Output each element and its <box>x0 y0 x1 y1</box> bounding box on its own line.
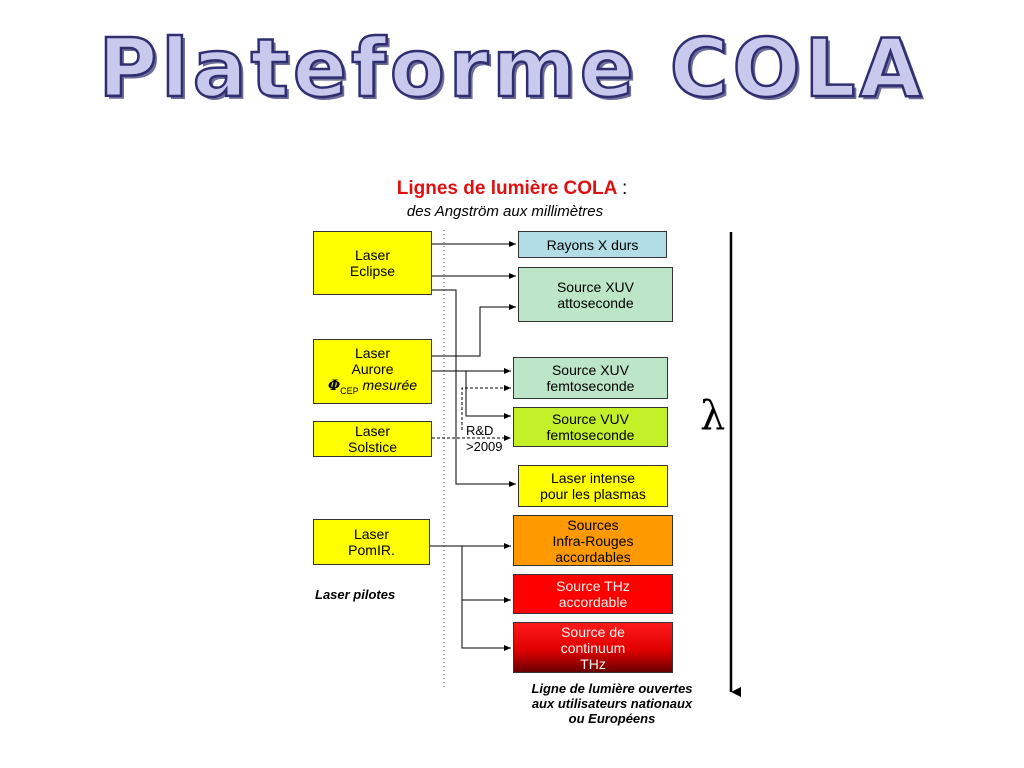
bottom-caption-line3: ou Européens <box>568 711 656 726</box>
laser-aurore-line3: ΦCEP mesurée <box>328 377 417 399</box>
target-continuum-line1: Source de <box>561 623 625 640</box>
target-continuum-line3: THz <box>580 655 606 672</box>
target-xuv-atto-line1: Source XUV <box>556 278 635 295</box>
target-ir-line2: Infra-Rouges <box>552 532 634 549</box>
bottom-caption-line1: Ligne de lumière ouvertes <box>531 681 693 696</box>
laser-aurore-line2: Aurore <box>351 360 394 377</box>
laser-eclipse-line1: Laser <box>354 247 391 263</box>
arrow-eclipse-plasma <box>432 289 516 487</box>
bottom-caption: Ligne de lumière ouvertes aux utilisateu… <box>492 681 732 726</box>
target-ir-box: Sources Infra-Rouges accordables <box>513 515 673 566</box>
target-xuv-atto-line2: attoseconde <box>557 294 634 311</box>
target-rayons-x-line1: Rayons X durs <box>546 236 639 253</box>
target-thz-line1: Source THz <box>556 578 630 594</box>
target-ir-line3: accordables <box>555 548 631 565</box>
arrow-aurore-atto <box>432 304 516 357</box>
target-xuv-atto-box: Source XUV attoseconde <box>518 267 673 322</box>
target-rayons-x-box: Rayons X durs <box>518 231 667 258</box>
diagram-heading-colon: : <box>621 178 628 199</box>
target-vuv-femto-line2: femtoseconde <box>546 427 635 443</box>
arrow-pomir-thz <box>461 546 511 603</box>
diagram-heading: Lignes de lumière COLA : <box>0 178 1024 200</box>
laser-solstice-line1: Laser <box>354 423 391 439</box>
bottom-caption-line2: aux utilisateurs nationaux <box>531 696 693 711</box>
laser-pomir-line2: PomIR. <box>348 542 395 558</box>
target-ir-line1: Sources <box>567 516 619 533</box>
rd-label: R&D <box>466 423 494 438</box>
target-continuum-box: Source de continuum THz <box>513 622 673 673</box>
target-thz-line2: accordable <box>558 594 628 610</box>
phi-symbol: Φ <box>327 377 341 394</box>
cep-subscript: CEP <box>340 385 359 396</box>
mesuree-text: mesurée <box>358 376 418 393</box>
target-continuum-line2: continuum <box>560 639 626 656</box>
dashed-to-xuvfemto <box>461 385 511 430</box>
laser-pomir-line1: Laser <box>353 526 390 542</box>
laser-solstice-line2: Solstice <box>347 439 398 455</box>
diagram-heading-text: Lignes de lumière COLA <box>396 178 617 199</box>
target-vuv-femto-box: Source VUV femtoseconde <box>513 407 668 447</box>
rd-year-label: >2009 <box>466 439 503 454</box>
target-laser-plasma-line2: pour les plasmas <box>540 486 646 502</box>
laser-eclipse-line2: Eclipse <box>349 263 396 279</box>
target-laser-plasma-line1: Laser intense <box>550 470 636 486</box>
target-xuv-femto-line2: femtoseconde <box>546 378 635 394</box>
target-laser-plasma-box: Laser intense pour les plasmas <box>518 465 668 507</box>
target-thz-box: Source THz accordable <box>513 574 673 614</box>
lambda-symbol: λ <box>700 393 726 439</box>
arrow-aurore-vuv <box>465 371 511 419</box>
left-caption: Laser pilotes <box>315 587 396 602</box>
target-xuv-femto-box: Source XUV femtoseconde <box>513 357 668 399</box>
target-xuv-femto-line1: Source XUV <box>551 362 630 378</box>
target-vuv-femto-line1: Source VUV <box>551 411 630 427</box>
arrow-pomir-continuum <box>461 600 511 651</box>
laser-pomir-box: Laser PomIR. <box>313 519 430 565</box>
laser-eclipse-box: Laser Eclipse <box>313 231 432 295</box>
diagram-subheading: des Angström aux millimètres <box>406 203 604 220</box>
laser-aurore-box: Laser Aurore ΦCEP mesurée <box>313 339 432 404</box>
laser-aurore-line1: Laser <box>354 344 391 361</box>
laser-solstice-box: Laser Solstice <box>313 421 432 457</box>
page-title: Plateforme COLA <box>97 21 926 117</box>
